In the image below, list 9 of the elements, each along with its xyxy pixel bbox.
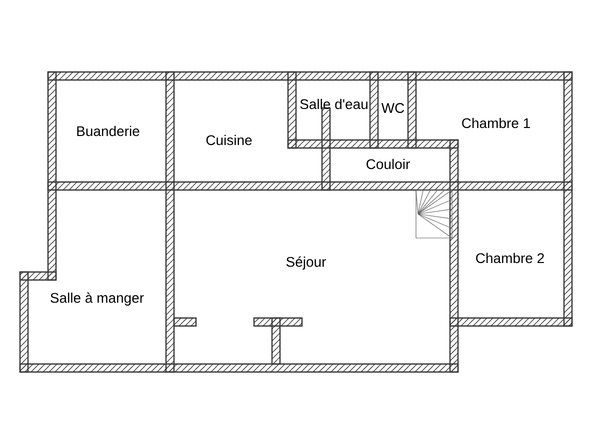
room-label: Séjour <box>286 256 326 270</box>
room-label: Chambre 1 <box>462 118 530 128</box>
room-label: Couloir <box>366 158 410 170</box>
room-label: Buanderie <box>77 126 140 136</box>
room-label: WC <box>381 103 404 113</box>
room-label: Chambre 2 <box>476 252 544 264</box>
room-label: Salle à manger <box>50 292 144 306</box>
room-label: Cuisine <box>206 134 252 146</box>
room-label: Salle d'eau <box>300 98 368 110</box>
